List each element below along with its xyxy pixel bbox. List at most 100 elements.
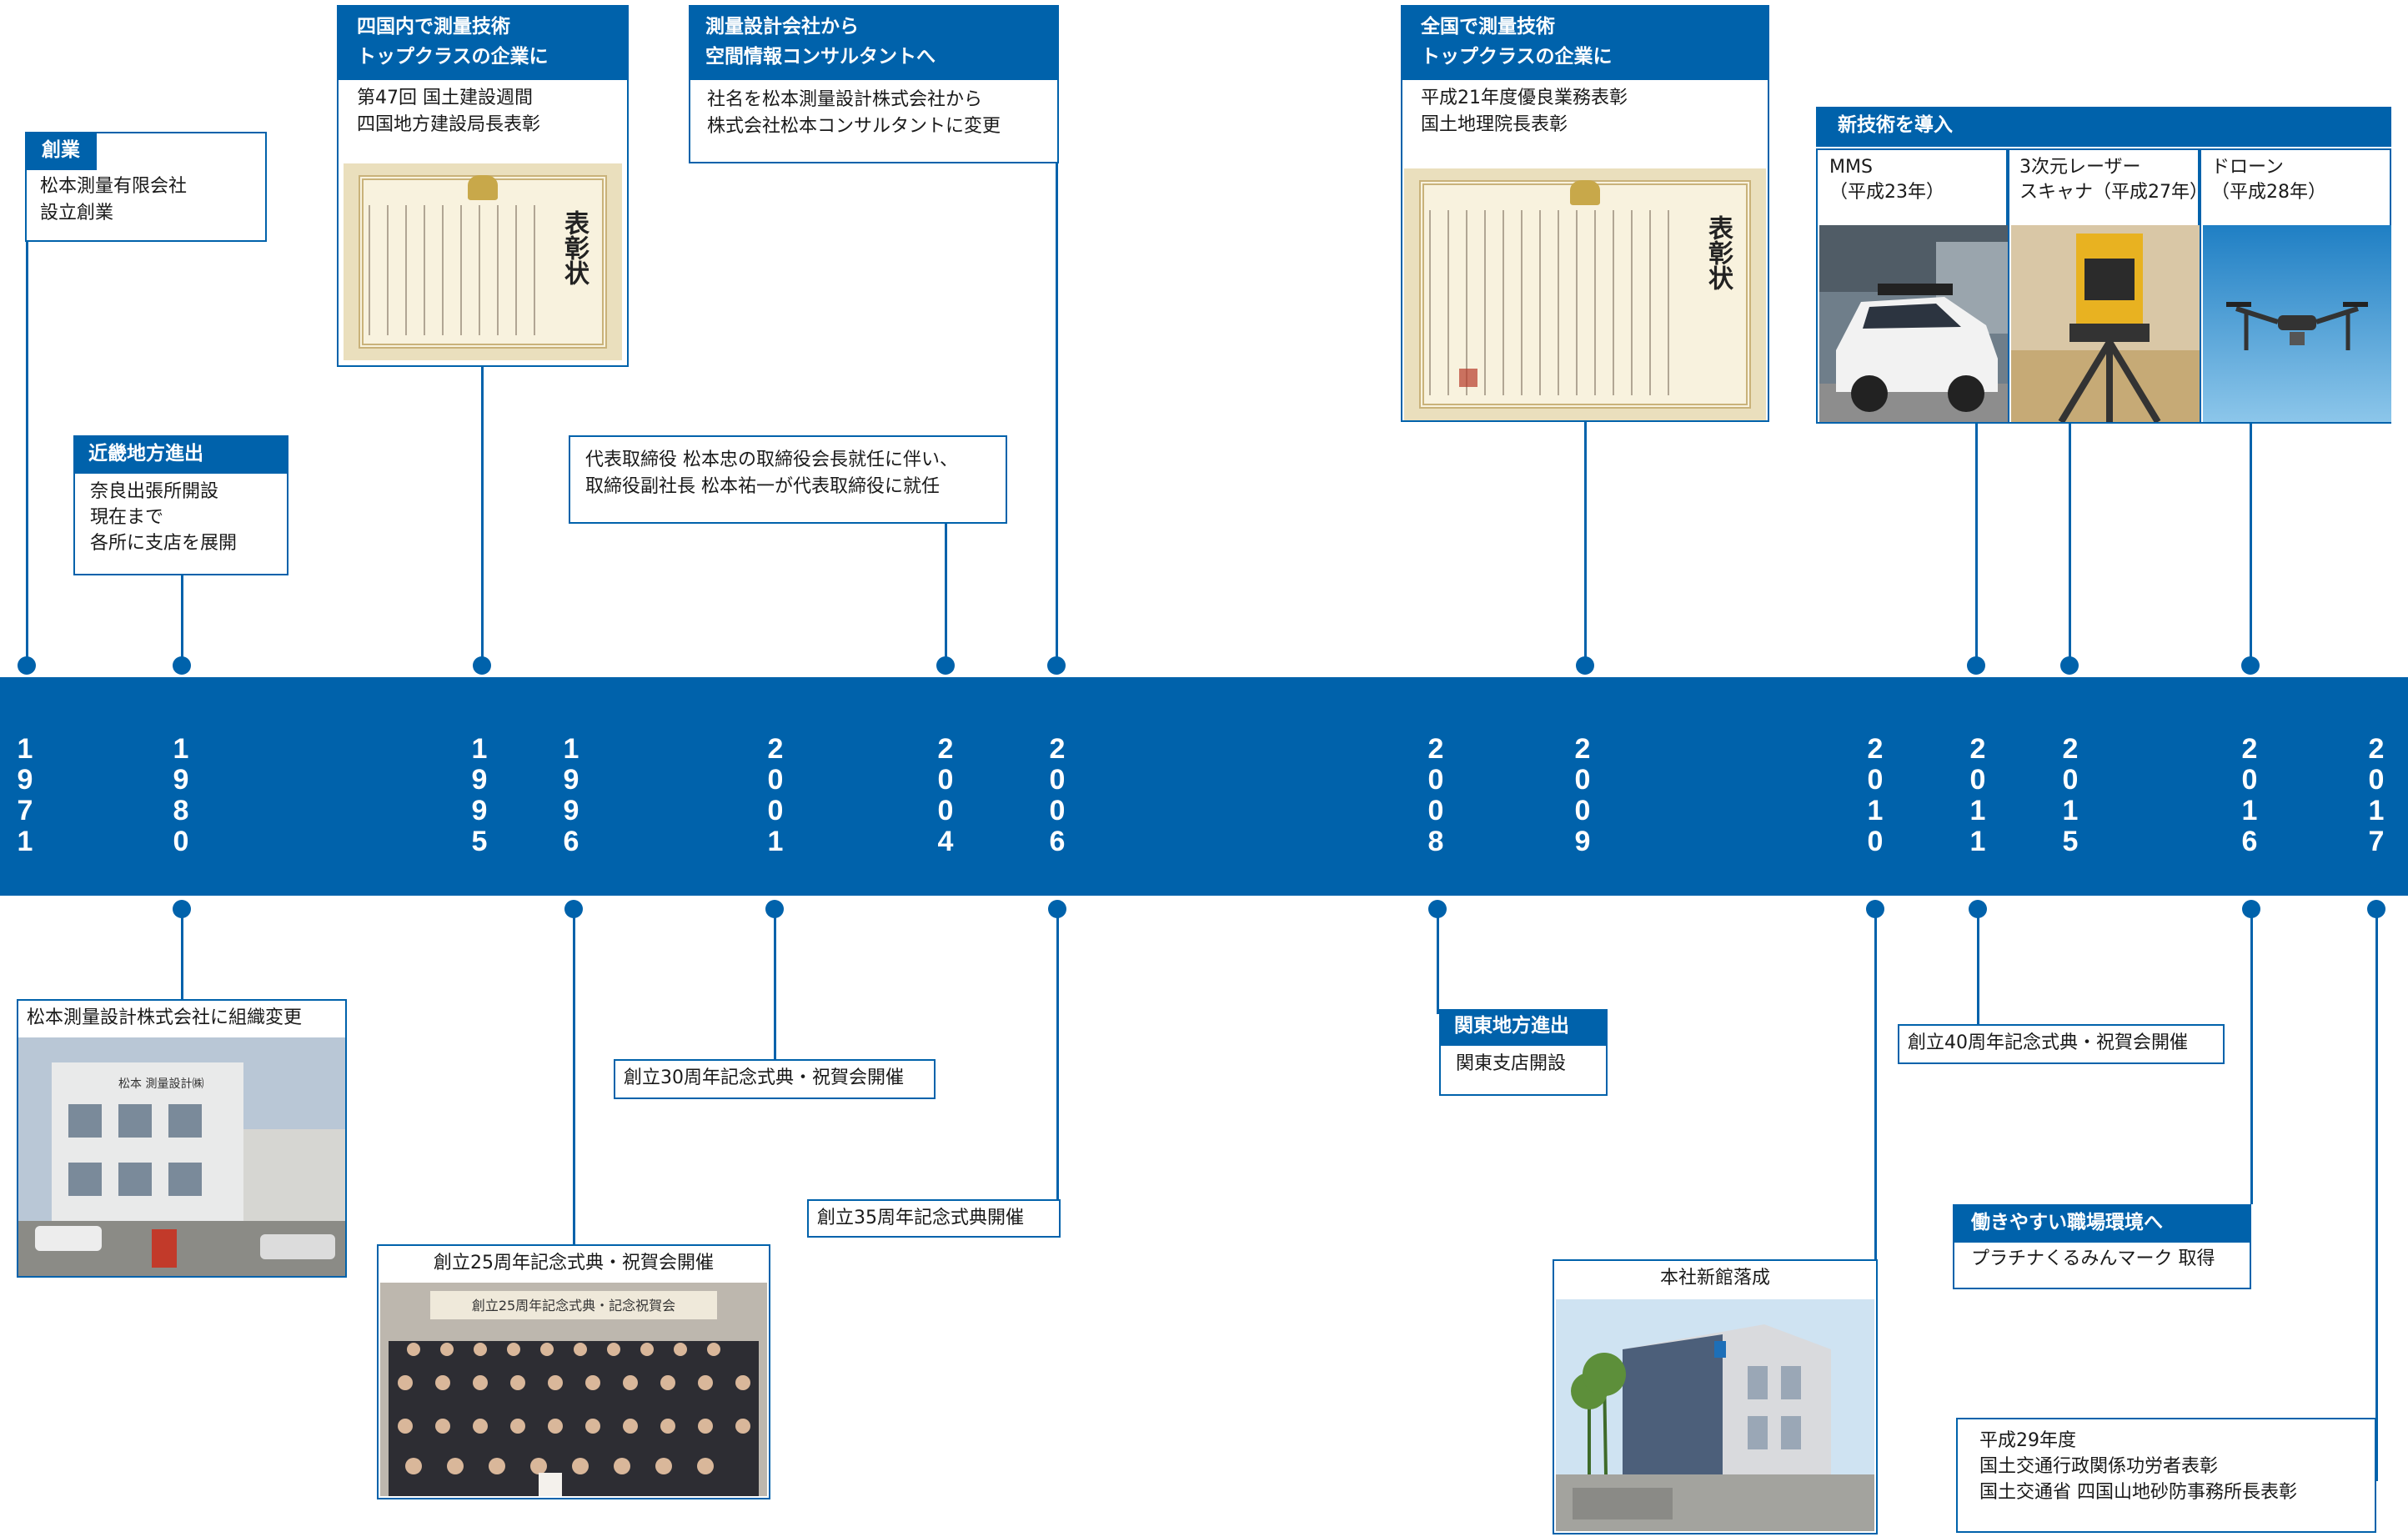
event-caption: 創立30周年記念式典・祝賀会開催	[624, 1067, 904, 1088]
event-anniversary-40: 創立40周年記念式典・祝賀会開催	[1898, 1024, 2225, 1064]
year-2017: 2 0 1 7	[2368, 733, 2385, 857]
group-photo: 創立25周年記念式典・記念祝賀会	[380, 1283, 767, 1496]
timeline-dot	[18, 656, 36, 675]
event-title: 全国で測量技術 トップクラスの企業に	[1401, 5, 1769, 80]
tech-card-3d-scanner: 3次元レーザー スキャナ（平成27年）	[2008, 148, 2208, 424]
year-1971: 1 9 7 1	[17, 733, 33, 857]
event-anniversary-25: 創立25周年記念式典・祝賀会開催 創立25周年記念式典・記念祝賀会	[377, 1244, 770, 1499]
year-1995: 1 9 9 5	[471, 733, 488, 857]
timeline-dot	[1576, 656, 1594, 675]
certificate-photo: 表彰状	[344, 163, 622, 360]
event-caption: 創立40周年記念式典・祝賀会開催	[1908, 1032, 2188, 1053]
certificate-title: 表彰状	[559, 210, 589, 285]
event-caption: 創立25周年記念式典・祝賀会開催	[434, 1253, 714, 1273]
timeline-dot	[473, 656, 491, 675]
year-2008: 2 0 0 8	[1427, 733, 1444, 857]
banner-text: 創立25周年記念式典・記念祝賀会	[472, 1298, 675, 1313]
event-kanto: 関東地方進出 関東支店開設	[1439, 1009, 1608, 1096]
crest-icon	[1570, 180, 1600, 205]
year-2006: 2 0 0 6	[1049, 733, 1066, 857]
connector-line	[481, 367, 484, 666]
connector-line	[573, 909, 575, 1244]
event-body: 平成29年度 国土交通行政関係功労者表彰 国土交通省 四国山地砂防事務所長表彰	[1979, 1430, 2297, 1503]
event-caption: 創立35周年記念式典開催	[817, 1208, 1024, 1228]
event-body: 代表取締役 松本忠の取締役会長就任に伴い、 取締役副社長 松本祐一が代表取締役に…	[585, 450, 958, 497]
event-title: 四国内で測量技術 トップクラスの企業に	[337, 5, 629, 80]
event-title: 近畿地方進出	[73, 435, 288, 474]
event-national-top: 全国で測量技術 トップクラスの企業に 平成21年度優良業務表彰 国土地理院長表彰…	[1401, 5, 1769, 422]
event-body: 平成21年度優良業務表彰 国土地理院長表彰	[1421, 88, 1628, 135]
year-2004: 2 0 0 4	[937, 733, 954, 857]
new-hq-photo	[1556, 1299, 1874, 1531]
connector-line	[1584, 422, 1587, 666]
connector-line	[1056, 909, 1059, 1199]
tech-card-mms: MMS （平成23年）	[1816, 148, 2008, 424]
event-body: 関東支店開設	[1456, 1053, 1567, 1074]
timeline-dot	[173, 656, 191, 675]
event-title: 働きやすい職場環境へ	[1953, 1204, 2251, 1243]
year-1996: 1 9 9 6	[563, 733, 579, 857]
mms-car-photo	[1819, 225, 2008, 422]
timeline-dot	[1967, 656, 1985, 675]
event-rename: 測量設計会社から 空間情報コンサルタントへ 社名を松本測量設計株式会社から 株式…	[689, 5, 1059, 163]
event-caption: 本社新館落成	[1659, 1268, 1770, 1288]
event-body: 社名を松本測量設計株式会社から 株式会社松本コンサルタントに変更	[707, 89, 1001, 137]
connector-line	[1874, 909, 1877, 1259]
event-body: 奈良出張所開設 現在まで 各所に支店を展開	[90, 481, 238, 554]
connector-line	[2250, 424, 2252, 666]
event-kinki: 近畿地方進出 奈良出張所開設 現在まで 各所に支店を展開	[73, 435, 288, 575]
event-reorg: 松本測量設計株式会社に組織変更 松本 測量設計㈱	[17, 999, 347, 1278]
year-2009: 2 0 0 9	[1574, 733, 1591, 857]
event-anniversary-30: 創立30周年記念式典・祝賀会開催	[614, 1059, 936, 1099]
event-founding: 創業 松本測量有限会社 設立創業	[25, 132, 267, 242]
connector-line	[1056, 163, 1058, 666]
connector-line	[774, 909, 776, 1059]
connector-line	[2250, 909, 2253, 1204]
connector-line	[26, 242, 28, 666]
year-1980: 1 9 8 0	[173, 733, 189, 857]
timeline-dot	[2241, 656, 2260, 675]
year-2010: 2 0 1 0	[1867, 733, 1884, 857]
year-2001: 2 0 0 1	[767, 733, 784, 857]
event-workplace: 働きやすい職場環境へ プラチナくるみんマーク 取得	[1953, 1204, 2251, 1289]
event-new-hq: 本社新館落成	[1553, 1259, 1878, 1534]
year-2011: 2 0 1 1	[1969, 733, 1986, 857]
event-title: 創業	[25, 132, 97, 170]
connector-line	[1977, 909, 1979, 1024]
stamp-mark	[1459, 369, 1477, 387]
connector-line	[945, 524, 947, 666]
event-title: 関東地方進出	[1439, 1009, 1608, 1046]
certificate-photo: 表彰状	[1404, 168, 1766, 420]
connector-line	[181, 909, 183, 999]
connector-line	[181, 575, 183, 666]
event-anniversary-35: 創立35周年記念式典開催	[807, 1199, 1061, 1238]
event-body: 第47回 国土建設週間 四国地方建設局長表彰	[357, 88, 541, 135]
connector-line	[2069, 424, 2071, 666]
timeline-dot	[936, 656, 955, 675]
drone-photo	[2203, 225, 2391, 422]
crest-icon	[468, 175, 498, 200]
old-office-photo: 松本 測量設計㈱	[18, 1037, 345, 1276]
tech-label: ドローン （平成28年）	[2211, 157, 2326, 203]
timeline-dot	[2060, 656, 2079, 675]
event-shikoku-top: 四国内で測量技術 トップクラスの企業に 第47回 国土建設週間 四国地方建設局長…	[337, 5, 629, 367]
event-president-change: 代表取締役 松本忠の取締役会長就任に伴い、 取締役副社長 松本祐一が代表取締役に…	[569, 435, 1007, 524]
tech-label: MMS （平成23年）	[1829, 157, 1944, 203]
year-2015: 2 0 1 5	[2062, 733, 2079, 857]
event-title: 測量設計会社から 空間情報コンサルタントへ	[689, 5, 1059, 80]
year-2016: 2 0 1 6	[2241, 733, 2258, 857]
connector-line	[1975, 424, 1978, 666]
event-new-tech: 新技術を導入 MMS （平成23年） 3次元レーザー スキャナ（平成27年） ド…	[1816, 107, 2391, 424]
connector-line	[2375, 909, 2378, 1481]
laser-scanner-photo	[2011, 225, 2200, 422]
timeline-dot	[1047, 656, 1066, 675]
tech-card-drone: ドローン （平成28年）	[2200, 148, 2391, 424]
certificate-title: 表彰状	[1703, 215, 1733, 290]
timeline-band	[0, 677, 2408, 896]
event-title: 新技術を導入	[1816, 107, 2391, 147]
tech-label: 3次元レーザー スキャナ（平成27年）	[2019, 157, 2208, 203]
event-caption: 松本測量設計株式会社に組織変更	[27, 1007, 303, 1028]
connector-line	[1437, 909, 1439, 1014]
event-body: プラチナくるみんマーク 取得	[1971, 1248, 2215, 1269]
event-body: 松本測量有限会社 設立創業	[40, 176, 188, 224]
